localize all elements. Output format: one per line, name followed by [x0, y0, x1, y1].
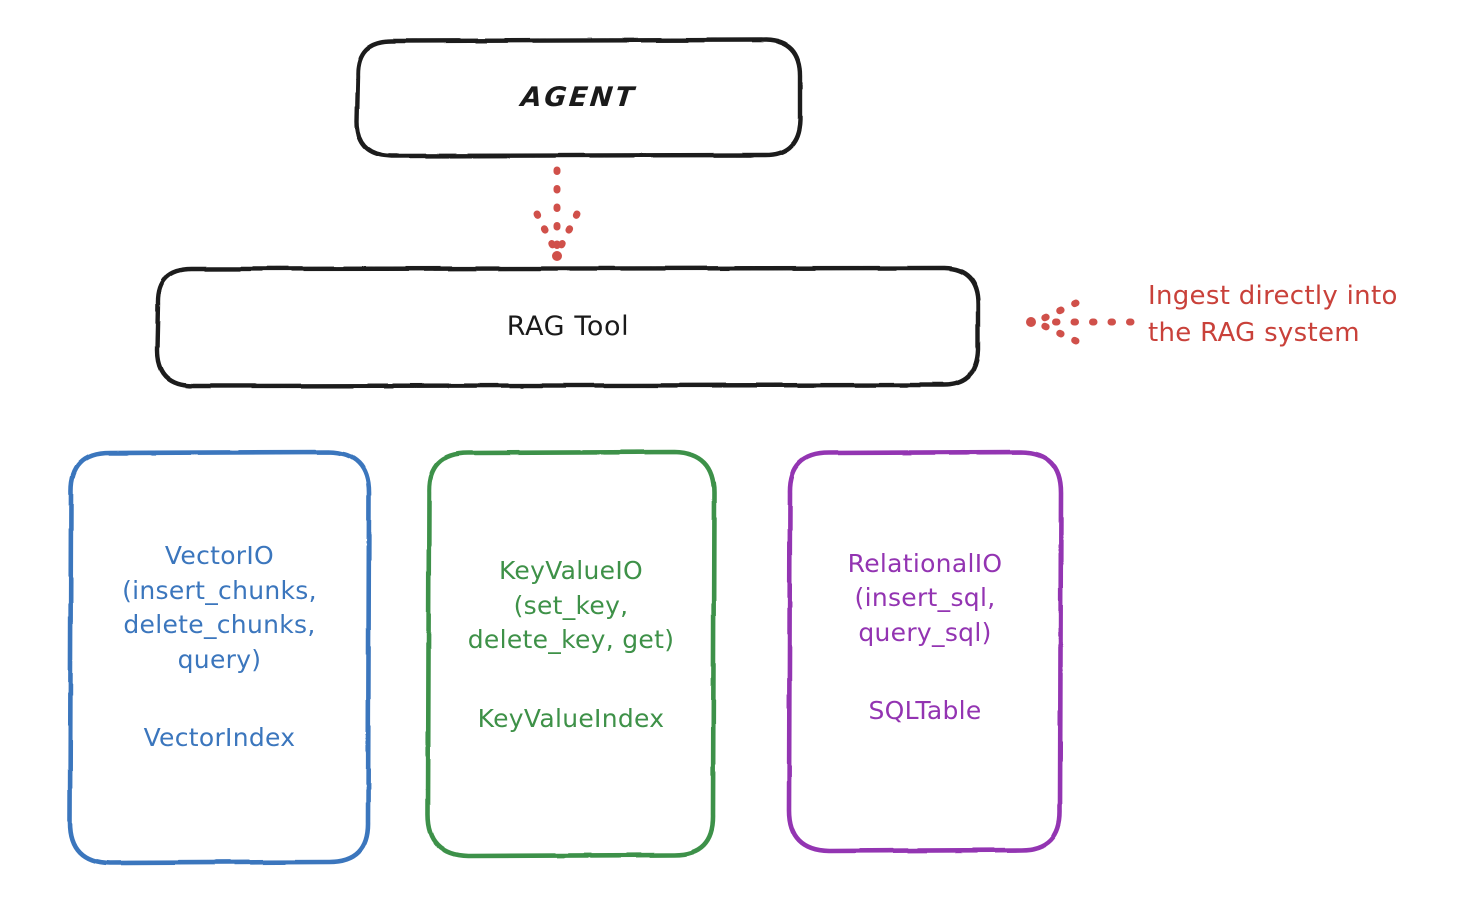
vector-io-index-label: VectorIndex — [143, 723, 296, 753]
relational-io-content: RelationalIO (insert_sql, query_sql) SQL… — [789, 547, 1061, 729]
ingest-annotation-text: Ingest directly into the RAG system — [1148, 281, 1398, 348]
key-value-io-api-label: KeyValueIO (set_key, delete_key, get) — [467, 556, 675, 654]
vector-io-content: VectorIO (insert_chunks, delete_chunks, … — [70, 539, 369, 756]
agent-node[interactable]: AGENT — [357, 40, 801, 156]
ingest-annotation-arrow — [1026, 299, 1135, 345]
relational-io-api-label: RelationalIO (insert_sql, query_sql) — [847, 548, 1003, 647]
key-value-io-index-label: KeyValueIndex — [477, 703, 665, 733]
key-value-io-content: KeyValueIO (set_key, delete_key, get) Ke… — [428, 554, 714, 736]
agent-label: AGENT — [519, 82, 639, 114]
key-value-io-node[interactable]: KeyValueIO (set_key, delete_key, get) Ke… — [428, 452, 714, 856]
rag-tool-node[interactable]: RAG Tool — [157, 268, 979, 386]
vector-io-node[interactable]: VectorIO (insert_chunks, delete_chunks, … — [70, 452, 369, 863]
relational-io-index-label: SQLTable — [868, 696, 982, 725]
relational-io-node[interactable]: RelationalIO (insert_sql, query_sql) SQL… — [789, 452, 1061, 851]
vector-io-api-label: VectorIO (insert_chunks, delete_chunks, … — [122, 541, 317, 674]
agent-to-rag-tool-arrow — [533, 166, 581, 261]
rag-tool-label: RAG Tool — [506, 311, 630, 343]
